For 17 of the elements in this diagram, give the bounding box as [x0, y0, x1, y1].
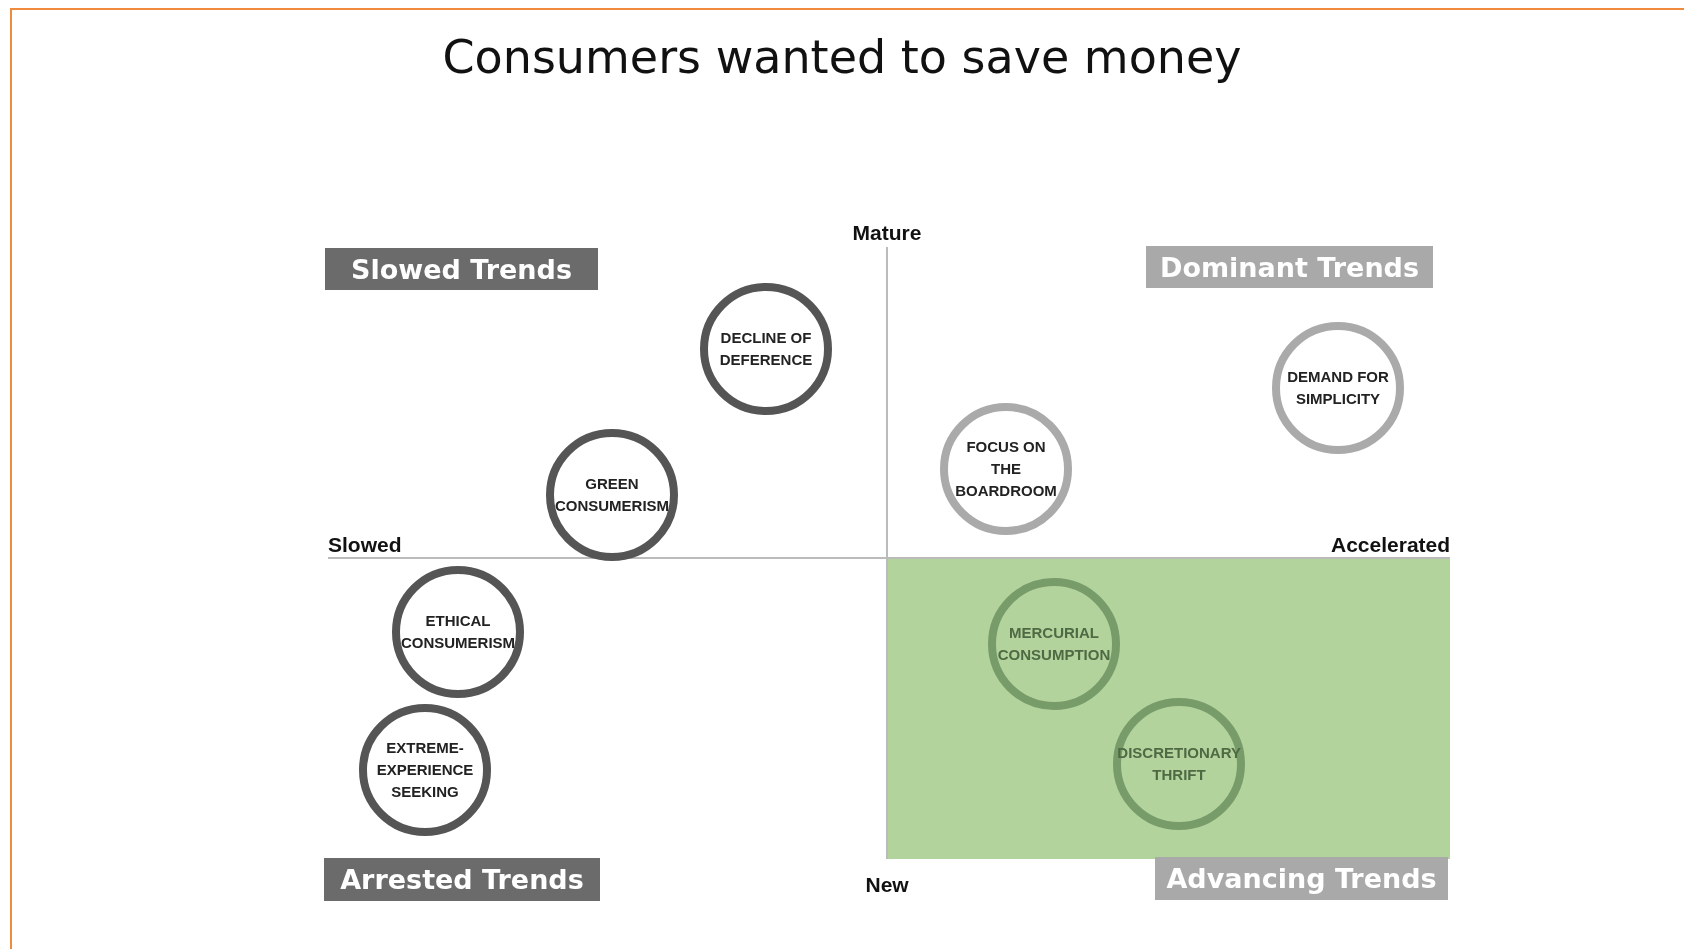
trend-circle: GREEN CONSUMERISM — [546, 429, 678, 561]
axis-label: New — [865, 873, 909, 897]
chart-title: Consumers wanted to save money — [442, 30, 1242, 84]
axis-label: Accelerated — [1331, 533, 1451, 557]
quadrant-label: Dominant Trends — [1146, 246, 1433, 288]
trend-circle: DEMAND FOR SIMPLICITY — [1272, 322, 1404, 454]
quadrant-label: Arrested Trends — [324, 858, 600, 901]
trend-circle: FOCUS ON THE BOARDROOM — [940, 403, 1072, 535]
quadrant-label: Advancing Trends — [1155, 857, 1448, 900]
axis-label: Mature — [852, 221, 922, 245]
quadrant-label: Slowed Trends — [325, 248, 598, 290]
trend-circle: MERCURIAL CONSUMPTION — [988, 578, 1120, 710]
axis-label: Slowed — [328, 533, 402, 557]
trend-circle: DECLINE OF DEFERENCE — [700, 283, 832, 415]
trend-circle: EXTREME-EXPERIENCE SEEKING — [359, 704, 491, 836]
trend-circle: DISCRETIONARY THRIFT — [1113, 698, 1245, 830]
trend-circle: ETHICAL CONSUMERISM — [392, 566, 524, 698]
